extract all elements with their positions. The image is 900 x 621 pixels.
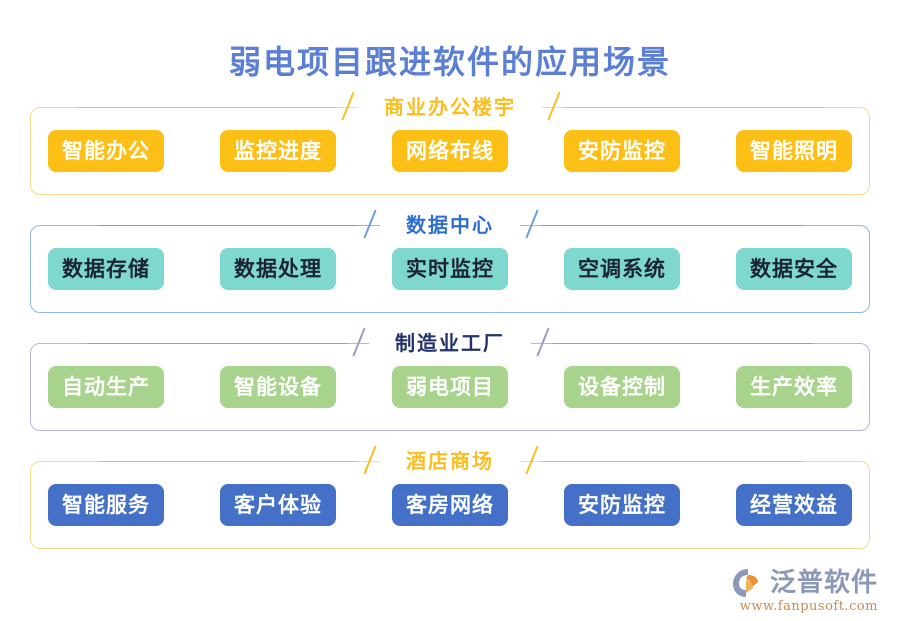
logo-company-name: 泛普软件 xyxy=(769,568,878,599)
section-header-manufacturing-factory: 制造业工厂 xyxy=(31,330,869,357)
header-rule-left-icon xyxy=(87,342,347,344)
tag-item[interactable]: 自动生产 xyxy=(48,366,164,409)
page-title: 弱电项目跟进软件的应用场景 xyxy=(228,43,671,82)
header-rule-right-icon xyxy=(542,224,802,226)
tag-item[interactable]: 安防监控 xyxy=(564,130,680,173)
section-header-data-center: 数据中心 xyxy=(31,212,869,239)
tag-item[interactable]: 数据处理 xyxy=(220,248,336,291)
tag-item[interactable]: 网络布线 xyxy=(392,130,508,173)
header-slash-left-icon xyxy=(347,330,369,356)
section-manufacturing-factory: 制造业工厂 自动生产 智能设备 弱电项目 设备控制 生产效率 xyxy=(30,330,870,432)
logo-website-url: www.fanpusoft.com xyxy=(739,599,878,615)
header-slash-right-icon xyxy=(531,330,553,356)
tag-item[interactable]: 客房网络 xyxy=(392,484,508,527)
section-hotel-shopping-mall: 酒店商场 智能服务 客户体验 客房网络 安防监控 经营效益 xyxy=(30,448,870,550)
tag-item[interactable]: 设备控制 xyxy=(564,366,680,409)
tag-item[interactable]: 弱电项目 xyxy=(392,366,508,409)
tag-item[interactable]: 智能办公 xyxy=(48,130,164,173)
tag-item[interactable]: 实时监控 xyxy=(392,248,508,291)
section-title-data-center: 数据中心 xyxy=(380,212,520,239)
tag-item[interactable]: 监控进度 xyxy=(220,130,336,173)
tag-item[interactable]: 经营效益 xyxy=(736,484,852,527)
brand-logo: 泛普软件 www.fanpusoft.com xyxy=(732,568,878,613)
tag-row-hotel-shopping-mall: 智能服务 客户体验 客房网络 安防监控 经营效益 xyxy=(48,484,852,527)
tag-item[interactable]: 空调系统 xyxy=(564,248,680,291)
section-title-commercial-office-building: 商业办公楼宇 xyxy=(358,94,542,121)
header-rule-left-icon xyxy=(98,224,358,226)
header-slash-right-icon xyxy=(520,448,542,474)
section-title-manufacturing-factory: 制造业工厂 xyxy=(369,330,531,357)
header-slash-right-icon xyxy=(542,94,564,120)
tag-item[interactable]: 数据存储 xyxy=(48,248,164,291)
tag-item[interactable]: 客户体验 xyxy=(220,484,336,527)
tag-row-data-center: 数据存储 数据处理 实时监控 空调系统 数据安全 xyxy=(48,248,852,291)
header-rule-right-icon xyxy=(542,460,802,462)
header-slash-left-icon xyxy=(358,212,380,238)
section-header-commercial-office-building: 商业办公楼宇 xyxy=(31,94,869,121)
header-rule-right-icon xyxy=(564,106,824,108)
tag-row-commercial-office-building: 智能办公 监控进度 网络布线 安防监控 智能照明 xyxy=(48,130,852,173)
header-slash-left-icon xyxy=(336,94,358,120)
tag-item[interactable]: 智能设备 xyxy=(220,366,336,409)
header-slash-left-icon xyxy=(358,448,380,474)
tag-row-manufacturing-factory: 自动生产 智能设备 弱电项目 设备控制 生产效率 xyxy=(48,366,852,409)
tag-item[interactable]: 数据安全 xyxy=(736,248,852,291)
tag-item[interactable]: 生产效率 xyxy=(736,366,852,409)
section-title-hotel-shopping-mall: 酒店商场 xyxy=(380,448,520,475)
header-rule-left-icon xyxy=(76,106,336,108)
header-rule-left-icon xyxy=(98,460,358,462)
tag-item[interactable]: 智能照明 xyxy=(736,130,852,173)
section-data-center: 数据中心 数据存储 数据处理 实时监控 空调系统 数据安全 xyxy=(30,212,870,314)
fanpu-swoosh-icon xyxy=(732,569,758,598)
header-rule-right-icon xyxy=(553,342,813,344)
sections-container: 商业办公楼宇 智能办公 监控进度 网络布线 安防监控 智能照明 数据中心 数据存… xyxy=(0,94,900,550)
tag-item[interactable]: 智能服务 xyxy=(48,484,164,527)
tag-item[interactable]: 安防监控 xyxy=(564,484,680,527)
section-commercial-office-building: 商业办公楼宇 智能办公 监控进度 网络布线 安防监控 智能照明 xyxy=(30,94,870,196)
logo-top-row: 泛普软件 xyxy=(732,568,878,598)
section-header-hotel-shopping-mall: 酒店商场 xyxy=(31,448,869,475)
header-slash-right-icon xyxy=(520,212,542,238)
